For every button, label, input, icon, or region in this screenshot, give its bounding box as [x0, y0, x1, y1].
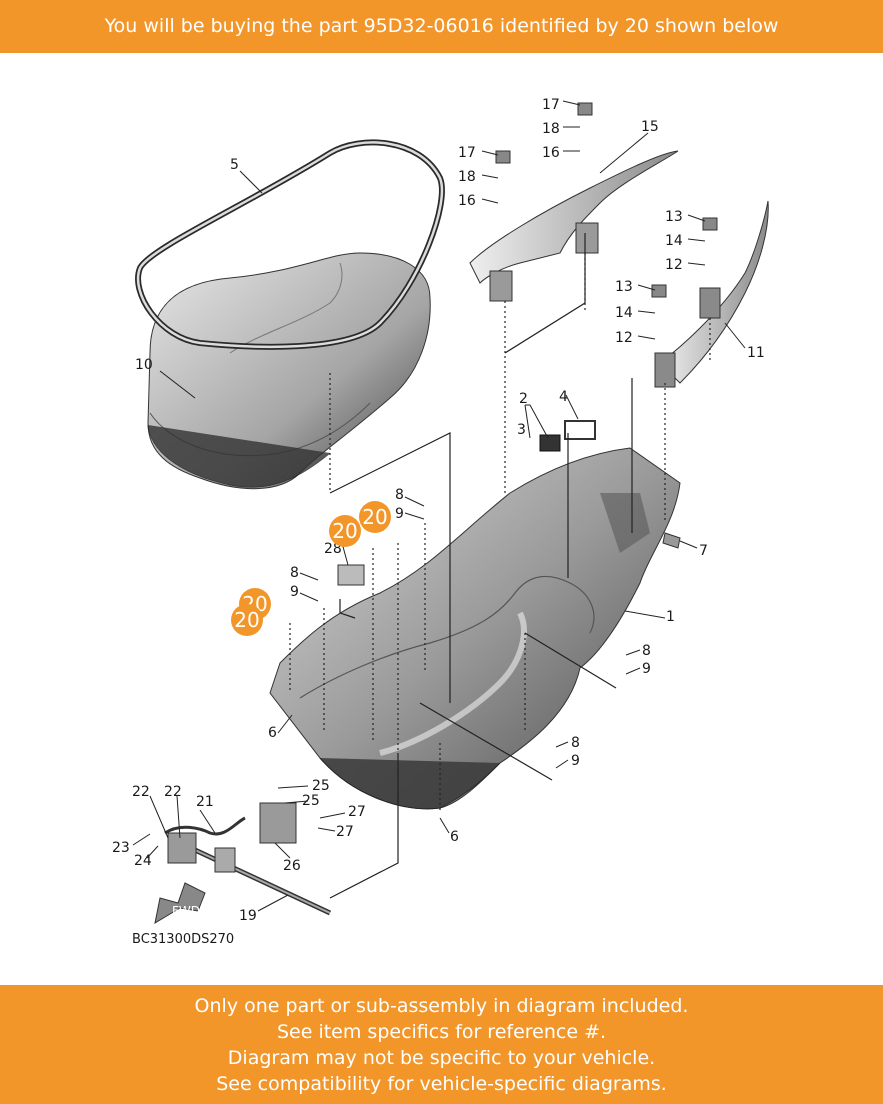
label-9d: 9	[571, 753, 580, 769]
seat-lining-part	[147, 252, 431, 490]
label-13b: 13	[615, 279, 633, 295]
label-16a: 16	[542, 145, 560, 161]
footer-line-4: See compatibility for vehicle-specific d…	[216, 1073, 667, 1095]
highlight-badge-20-text: 20	[332, 519, 357, 543]
label-19: 19	[239, 908, 257, 924]
label-17a: 17	[542, 97, 560, 113]
parts-diagram: FWD	[112, 97, 769, 947]
label-12b: 12	[615, 330, 633, 346]
label-17b: 17	[458, 145, 476, 161]
label-27b: 27	[336, 824, 354, 840]
part-labels: 17 18 16 15 17 18 16 13 14 12 13 14 12 1…	[112, 97, 765, 947]
label-2: 2	[519, 391, 528, 407]
label-6b: 6	[450, 829, 459, 845]
storage-tub-part	[269, 447, 681, 810]
label-21: 21	[196, 794, 214, 810]
highlight-badge-20: 20	[359, 501, 391, 533]
label-22a: 22	[132, 784, 150, 800]
header-text: You will be buying the part 95D32-06016 …	[104, 15, 779, 37]
leader-lines	[132, 100, 746, 912]
assembly-lines	[289, 233, 711, 899]
seal-ring-part	[135, 139, 445, 350]
highlight-badge-20-text: 20	[362, 505, 387, 529]
label-8b: 8	[290, 565, 299, 581]
label-18b: 18	[458, 169, 476, 185]
footer-line-2: See item specifics for reference #.	[276, 1021, 607, 1043]
highlight-badge-20-text: 20	[234, 608, 259, 632]
label-10: 10	[135, 357, 153, 373]
label-26: 26	[283, 858, 301, 874]
label-5: 5	[230, 157, 239, 173]
label-14a: 14	[665, 233, 683, 249]
grab-bar-15-part	[469, 150, 679, 302]
label-15: 15	[641, 119, 659, 135]
label-12a: 12	[665, 257, 683, 273]
label-11: 11	[747, 345, 765, 361]
label-27a: 27	[348, 804, 366, 820]
grab-bar-11-part	[654, 200, 769, 388]
label-23: 23	[112, 840, 130, 856]
bottom-banner: Only one part or sub-assembly in diagram…	[0, 985, 883, 1104]
label-16b: 16	[458, 193, 476, 209]
label-7: 7	[699, 543, 708, 559]
label-4: 4	[559, 389, 568, 405]
label-8c: 8	[642, 643, 651, 659]
highlight-badges: 20 20 20 20	[231, 501, 391, 636]
label-13a: 13	[665, 209, 683, 225]
label-8d: 8	[571, 735, 580, 751]
small-parts	[337, 102, 718, 586]
footer-line-3: Diagram may not be specific to your vehi…	[227, 1047, 656, 1069]
label-24: 24	[134, 853, 152, 869]
label-18a: 18	[542, 121, 560, 137]
highlight-badge-20: 20	[329, 515, 361, 547]
label-25b: 25	[302, 793, 320, 809]
label-22b: 22	[164, 784, 182, 800]
label-6a: 6	[268, 725, 277, 741]
label-9b: 9	[290, 584, 299, 600]
footer-line-1: Only one part or sub-assembly in diagram…	[194, 995, 689, 1017]
label-3: 3	[517, 422, 526, 438]
label-1: 1	[666, 609, 675, 625]
label-8a: 8	[395, 487, 404, 503]
highlight-badge-20: 20	[231, 604, 263, 636]
label-25a: 25	[312, 778, 330, 794]
label-14b: 14	[615, 305, 633, 321]
fwd-arrow-label: FWD	[172, 904, 200, 918]
top-banner: You will be buying the part 95D32-06016 …	[0, 0, 883, 53]
linkage-parts: FWD	[154, 802, 332, 925]
diagram-code: BC31300DS270	[132, 932, 234, 947]
label-9c: 9	[642, 661, 651, 677]
label-9a: 9	[395, 506, 404, 522]
